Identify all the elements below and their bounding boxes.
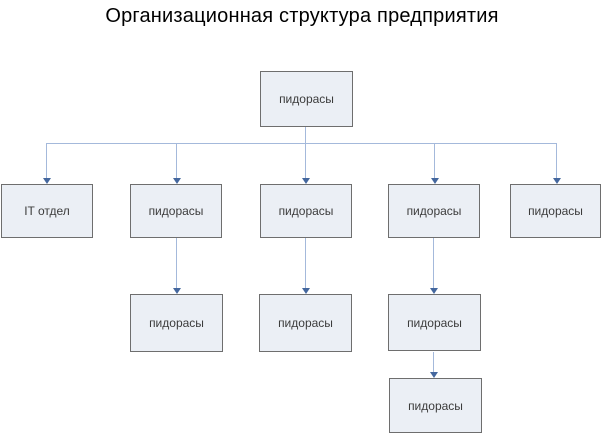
arrow-down-icon — [430, 372, 438, 378]
connector-line — [176, 238, 177, 288]
arrow-down-icon — [43, 178, 51, 184]
arrow-down-icon — [430, 288, 438, 294]
arrow-down-icon — [553, 178, 561, 184]
connector-line — [305, 238, 306, 288]
arrow-down-icon — [302, 178, 310, 184]
connector-line — [176, 143, 177, 178]
org-node-level2-4: пидорасы — [388, 184, 480, 238]
org-node-level3-2: пидорасы — [130, 294, 223, 352]
arrow-down-icon — [173, 288, 181, 294]
connector-line — [433, 238, 434, 288]
org-node-level2-3: пидорасы — [260, 184, 352, 238]
connector-line — [556, 143, 557, 178]
org-node-level2-2: пидорасы — [130, 184, 222, 238]
connector-line — [433, 352, 434, 372]
org-node-level4-4: пидорасы — [389, 378, 482, 433]
org-node-it-department: IT отдел — [1, 184, 93, 238]
org-node-root: пидорасы — [260, 71, 353, 127]
org-node-level3-3: пидорасы — [259, 294, 352, 352]
org-node-level2-5: пидорасы — [510, 184, 601, 238]
arrow-down-icon — [431, 178, 439, 184]
connector-line — [46, 143, 557, 144]
diagram-title: Организационная структура предприятия — [105, 5, 499, 27]
connector-line — [434, 143, 435, 178]
arrow-down-icon — [302, 288, 310, 294]
connector-line — [305, 127, 306, 178]
connector-line — [46, 143, 47, 178]
org-node-level3-4: пидорасы — [388, 294, 481, 351]
arrow-down-icon — [173, 178, 181, 184]
